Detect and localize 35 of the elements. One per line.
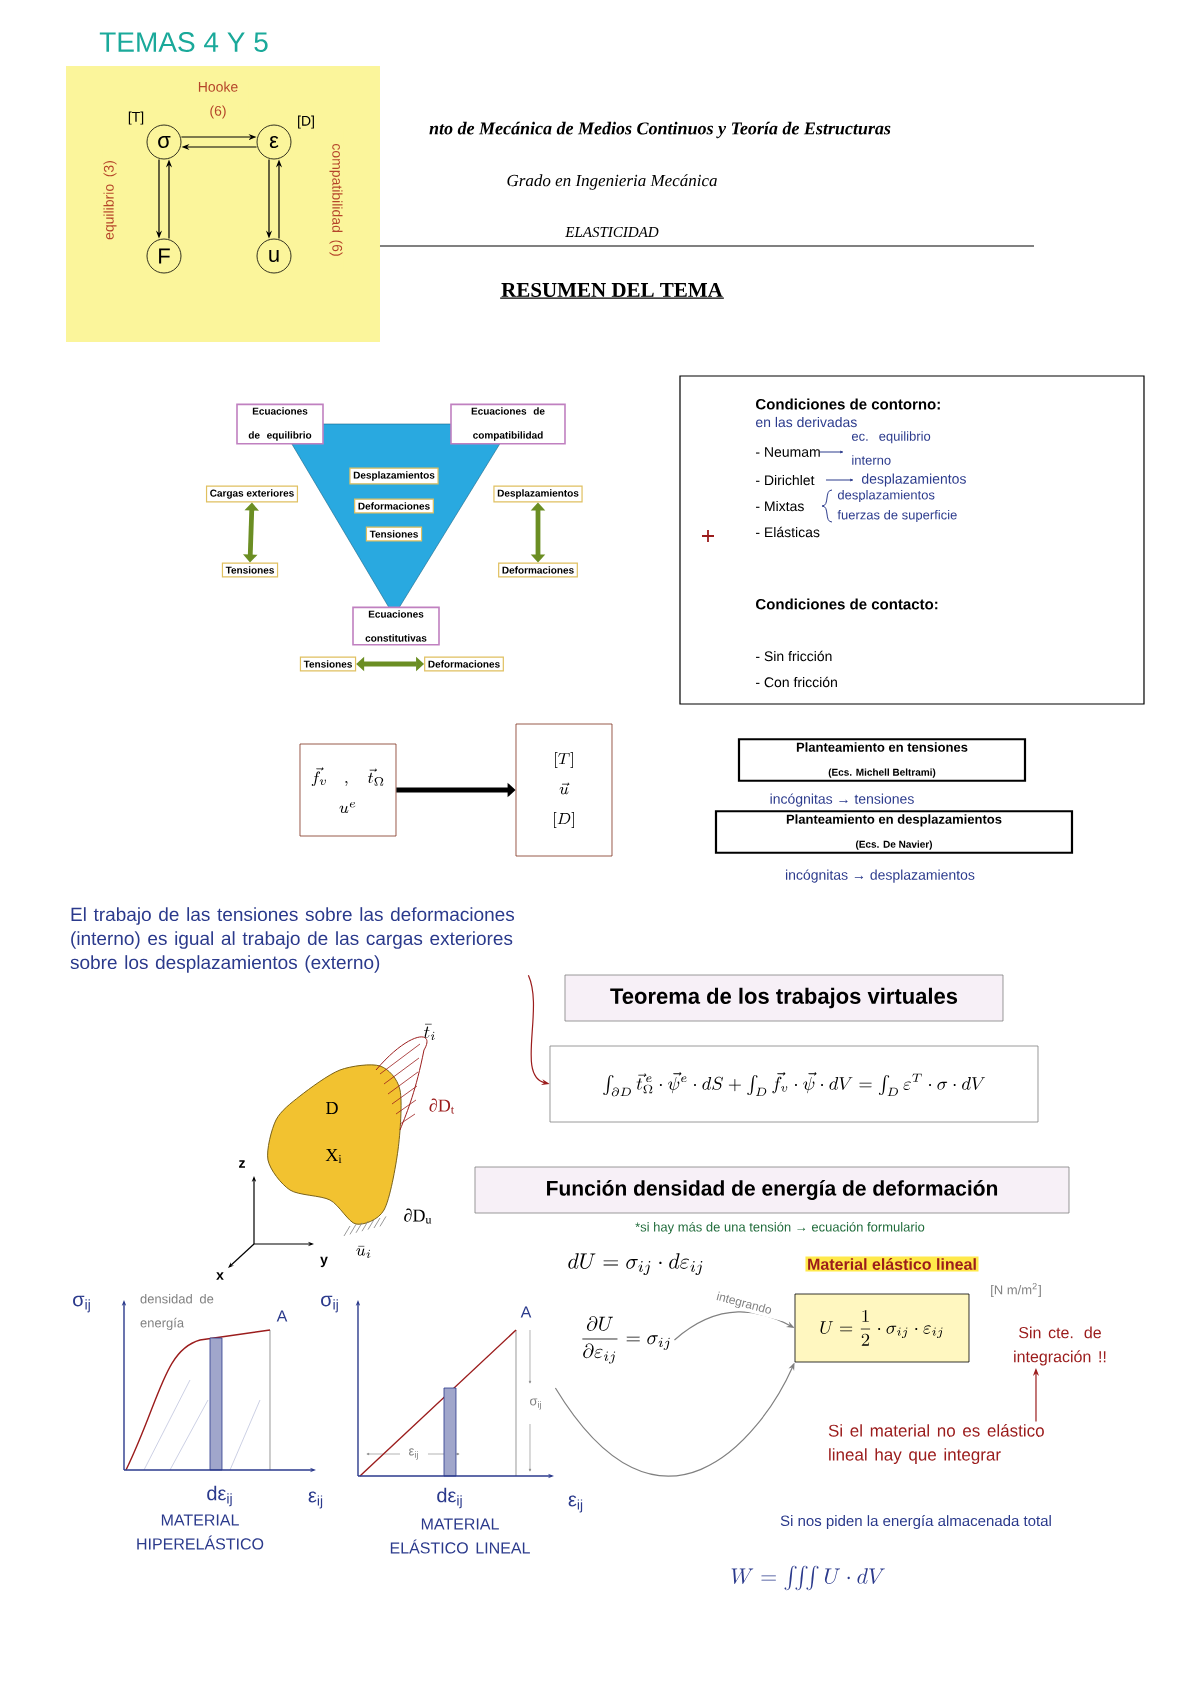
formula: $\frac{\partial U}{\partial \varepsilon_{ij}}=\sigma_{ij}$: [582, 1316, 670, 1364]
plot-caption: MATERIAL HIPERELÁSTICO: [137, 1514, 264, 1550]
point-label: A: [520, 1306, 532, 1318]
title-box: Teorema de los trabajos virtuales: [564, 974, 1004, 1022]
force-label: $\bar{t}_{i}$: [423, 1023, 435, 1040]
highlighted-text: Material elástico lineal: [805, 1256, 979, 1272]
handwritten-note: Sin cte. de integración !!: [1014, 1326, 1106, 1366]
point-label: A: [276, 1310, 288, 1322]
formula: $dU=\sigma_{ij}\cdot d\varepsilon_{ij}$: [568, 1253, 703, 1275]
header-text: nto de Mecánica de Medios Continuos y Teoría de Estructuras: [429, 121, 891, 139]
vector-box: $\left[T\right]$ $\vec{u}$ $\left[D\right]$: [515, 723, 613, 857]
plot-caption: MATERIAL ELÁSTICO LINEAL: [390, 1518, 530, 1554]
region-label: D: [326, 1102, 338, 1114]
formula-box: $\int_{\partial D}\vec{t}^{\,e}_{\Omega}\cdot\vec{\psi}^{e}\cdot dS+\int_{D}\vec{f}_{v}\cdot\vec{\psi}\cdot dV=\int_{D}\varepsilon^{T}\cdot\sigma\cdot dV$: [549, 1045, 1039, 1123]
formula: $W=\iiint U\cdot dV$: [731, 1565, 885, 1591]
formula-box: $U=\frac{1}{2}\cdot\sigma_{ij}\cdot\varepsilon_{ij}$: [794, 1293, 970, 1363]
title-box: Función densidad de energía de deformación: [474, 1166, 1070, 1214]
vector-box: $\vec{f}_{v} \quad , \quad \vec{t}_{\Omega}$ $u^{e}$: [299, 743, 397, 837]
axis-label: σ$_{ij}$: [73, 1295, 90, 1313]
boundary-label: ∂D$_{u}$: [404, 1208, 432, 1224]
point-label: X$_{i}$: [325, 1149, 342, 1163]
axis-label: σ$_{ij}$: [321, 1295, 338, 1313]
circle-node: u: [256, 238, 292, 274]
axis-label: ε$_{ij}$: [308, 1491, 323, 1509]
displacement-label: $\bar{u}_{i}$: [356, 1245, 371, 1258]
circle-node: F: [146, 238, 182, 274]
title: TEMAS 4 Y 5: [99, 32, 268, 52]
header-text: Grado en Ingenieria Mecánica: [507, 174, 717, 190]
circle-node: ε: [256, 124, 292, 160]
section-title: RESUMEN DEL TEMA: [499, 282, 725, 299]
circle-node: σ: [146, 124, 182, 160]
handwritten-note: El trabajo de las tensiones sobre las deformaciones (interno) es igual al trabajo de las cargas exteriores sobre los desplazamientos (externo): [70, 907, 515, 973]
axis-label: ε$_{ij}$: [568, 1495, 583, 1513]
boundary-label: ∂D$_{t}$: [429, 1098, 455, 1114]
handwritten-note: Si el material no es elástico lineal hay que integrar: [828, 1424, 1044, 1464]
